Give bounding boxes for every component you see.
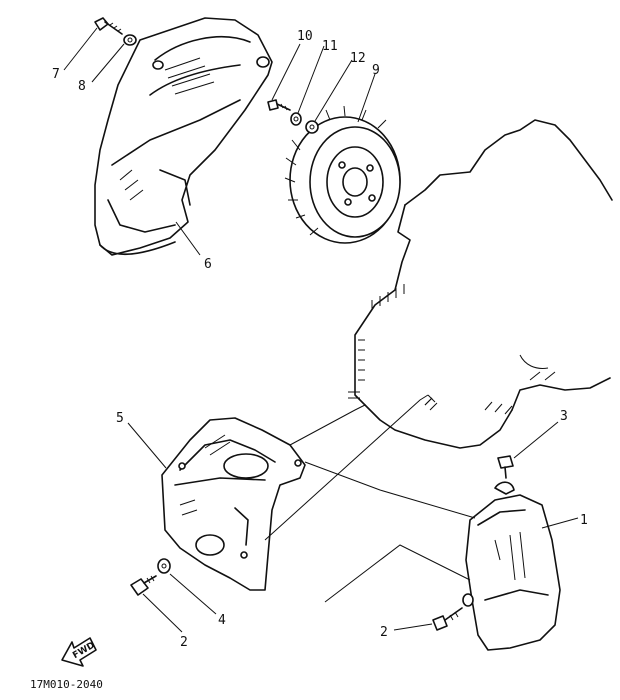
part-12-washer: [305, 120, 319, 134]
callout-2-left: 2: [180, 635, 188, 650]
callout-1: 1: [580, 513, 588, 528]
callout-8: 8: [78, 79, 86, 94]
part-3-bolt: [494, 455, 515, 495]
part-2-bolt-right: [432, 607, 463, 631]
callout-9: 9: [372, 63, 380, 78]
part-10-bolt: [267, 99, 291, 111]
callout-6: 6: [204, 257, 212, 272]
part-4-washer: [157, 558, 171, 574]
leader-lines: [63, 27, 579, 633]
drawing-code: 17M010-2040: [30, 678, 103, 691]
part-11-washer: [290, 112, 302, 126]
callout-5: 5: [116, 411, 124, 426]
callout-11: 11: [322, 39, 338, 54]
engine-block: [348, 119, 613, 449]
callouts: 7 8 6 10 11 12 9 5 2 4 3 1 2: [52, 29, 588, 650]
fwd-arrow-icon: FWD: [61, 637, 97, 667]
part-7-bolt: [94, 17, 123, 35]
part-1-side-cover: [462, 494, 561, 651]
callout-4: 4: [218, 613, 226, 628]
callout-12: 12: [350, 51, 366, 66]
callout-7: 7: [52, 67, 60, 82]
callout-3: 3: [560, 409, 568, 424]
assembly-guide-lines: [264, 394, 476, 603]
part-5-lower-shroud: [161, 417, 306, 591]
part-9-flywheel-fan: [284, 105, 401, 244]
part-8-washer: [123, 34, 137, 46]
callout-2-right: 2: [380, 625, 388, 640]
part-6-fan-shroud: [94, 17, 273, 256]
part-2-bolt-left: [130, 575, 157, 596]
callout-10: 10: [297, 29, 313, 44]
